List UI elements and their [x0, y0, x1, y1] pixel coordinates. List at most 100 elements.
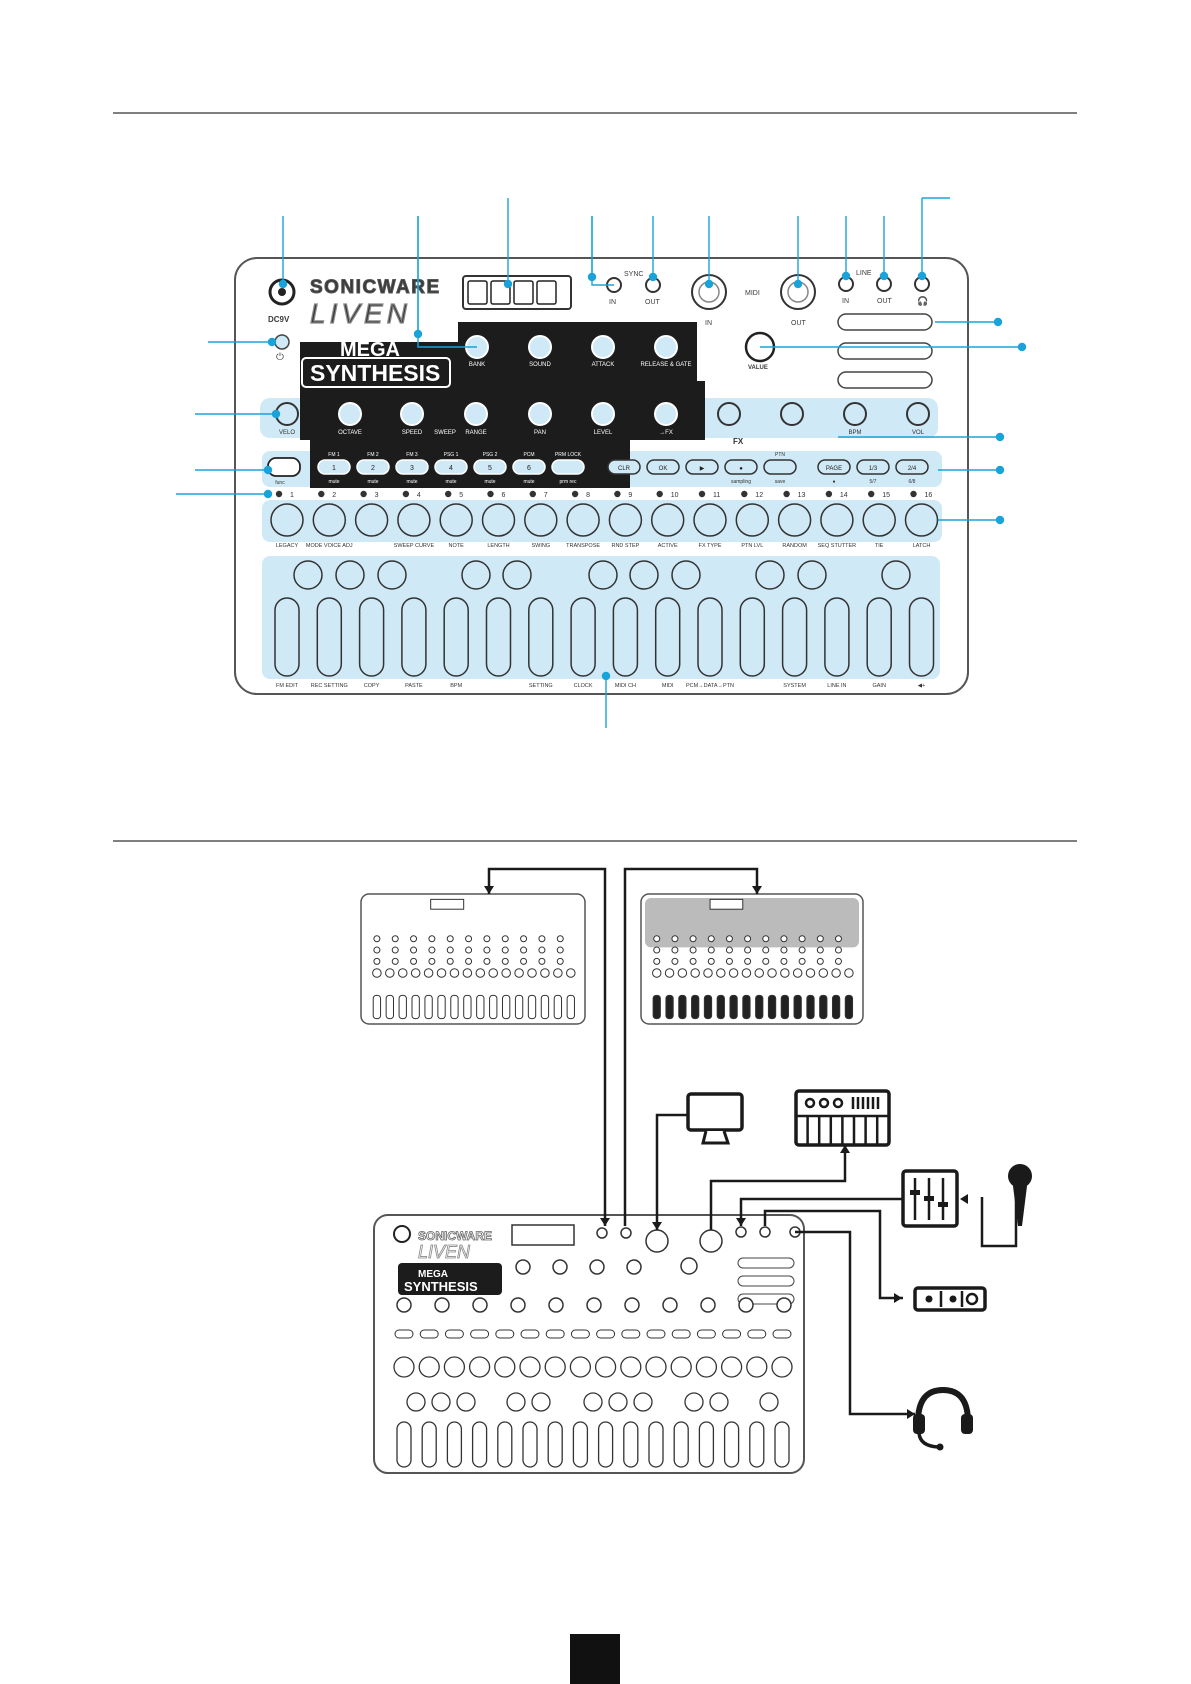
black-key-pad[interactable]: [755, 560, 785, 590]
step-button[interactable]: [397, 503, 431, 537]
step-button[interactable]: [354, 503, 389, 537]
white-key-pad[interactable]: [697, 597, 723, 677]
pad-label: GAIN: [872, 683, 885, 689]
track-bottom-label: mute: [445, 479, 456, 485]
transport-top-label: PTN: [775, 452, 785, 458]
step-button[interactable]: [524, 503, 558, 537]
func-label: func: [275, 480, 285, 486]
white-key-pad[interactable]: [781, 597, 808, 677]
track-button[interactable]: [317, 459, 351, 475]
param-knob-label: BPM: [848, 430, 861, 436]
track-bottom-label: prm rec: [560, 479, 577, 485]
top-knob[interactable]: [654, 335, 678, 359]
black-key-pad[interactable]: [671, 560, 701, 590]
top-knob-label: SOUND: [529, 362, 551, 368]
param-knob[interactable]: [780, 402, 804, 426]
black-key-pad[interactable]: [335, 560, 365, 590]
page-button[interactable]: [817, 459, 851, 475]
param-knob[interactable]: [906, 402, 930, 426]
black-key-pad[interactable]: [293, 560, 323, 590]
param-knob[interactable]: [464, 402, 488, 426]
power-switch[interactable]: [274, 334, 290, 350]
transport-button[interactable]: [646, 459, 680, 475]
callout-dot: [917, 271, 927, 281]
transport-button[interactable]: [685, 459, 719, 475]
page-button-label: 1/3: [869, 466, 878, 472]
step-button[interactable]: [820, 503, 854, 537]
step-number: 11: [713, 492, 720, 499]
white-key-pad[interactable]: [570, 597, 596, 677]
black-key-pad[interactable]: [502, 560, 532, 590]
top-knob[interactable]: [591, 335, 615, 359]
black-key-pad[interactable]: [588, 560, 618, 590]
line-in-label: IN: [842, 298, 849, 305]
callout-dot: [263, 465, 273, 475]
track-button[interactable]: [551, 459, 585, 475]
param-knob[interactable]: [843, 402, 867, 426]
step-button[interactable]: [608, 503, 643, 537]
white-key-pad[interactable]: [443, 597, 469, 677]
white-key-pad[interactable]: [908, 597, 935, 677]
track-button[interactable]: [395, 459, 429, 475]
track-top-label: FM 2: [367, 452, 379, 458]
param-knob[interactable]: [400, 402, 424, 426]
black-key-pad[interactable]: [461, 560, 491, 590]
white-key-pad[interactable]: [274, 597, 300, 677]
step-button[interactable]: [693, 503, 727, 537]
white-key-pad[interactable]: [824, 597, 850, 677]
track-button[interactable]: [356, 459, 390, 475]
white-key-pad[interactable]: [654, 597, 681, 677]
track-button[interactable]: [434, 459, 468, 475]
step-button[interactable]: [270, 503, 304, 537]
white-key-pad[interactable]: [528, 597, 554, 677]
page-button[interactable]: [895, 459, 929, 475]
param-knob[interactable]: [338, 402, 362, 426]
black-key-pad[interactable]: [881, 560, 911, 590]
step-button[interactable]: [439, 503, 473, 537]
white-key-pad[interactable]: [485, 597, 512, 677]
step-number: 15: [882, 492, 890, 499]
black-key-pad[interactable]: [377, 560, 407, 590]
top-knob[interactable]: [528, 335, 552, 359]
cables: [487, 867, 1018, 1416]
black-key-pad[interactable]: [629, 560, 659, 590]
white-key-pad[interactable]: [316, 597, 343, 677]
step-button[interactable]: [904, 503, 939, 537]
param-knob[interactable]: [717, 402, 741, 426]
step-button[interactable]: [735, 503, 770, 537]
param-knob[interactable]: [591, 402, 615, 426]
external-synth-other: [640, 893, 864, 1025]
step-number: 13: [798, 492, 806, 499]
pad-label: PCM→DATA→PTN: [686, 683, 734, 689]
white-key-pad[interactable]: [358, 597, 385, 677]
transport-sub-label: sampling: [731, 479, 751, 485]
param-knob[interactable]: [654, 402, 678, 426]
param-knob[interactable]: [528, 402, 552, 426]
step-button[interactable]: [862, 503, 896, 537]
white-key-pad[interactable]: [401, 597, 427, 677]
step-button[interactable]: [312, 503, 347, 537]
track-button[interactable]: [473, 459, 507, 475]
step-button[interactable]: [650, 503, 685, 537]
black-key-pad[interactable]: [797, 560, 827, 590]
step-number: 3: [375, 492, 379, 499]
step-button[interactable]: [481, 503, 516, 537]
page-button[interactable]: [856, 459, 890, 475]
transport-button[interactable]: [724, 459, 758, 475]
step-button[interactable]: [777, 503, 812, 537]
step-led: [614, 490, 621, 498]
white-key-pad[interactable]: [866, 597, 892, 677]
midi-out-label: OUT: [791, 320, 807, 327]
func-button[interactable]: [267, 457, 301, 477]
step-button[interactable]: [566, 503, 600, 537]
step-label: ACTIVE: [658, 543, 678, 549]
step-led: [529, 490, 536, 498]
transport-button[interactable]: [607, 459, 641, 475]
white-key-pad[interactable]: [612, 597, 639, 677]
transport-button[interactable]: [763, 459, 797, 475]
track-button[interactable]: [512, 459, 546, 475]
white-key-pad[interactable]: [739, 597, 766, 677]
pad-label: FM EDIT: [276, 683, 299, 689]
